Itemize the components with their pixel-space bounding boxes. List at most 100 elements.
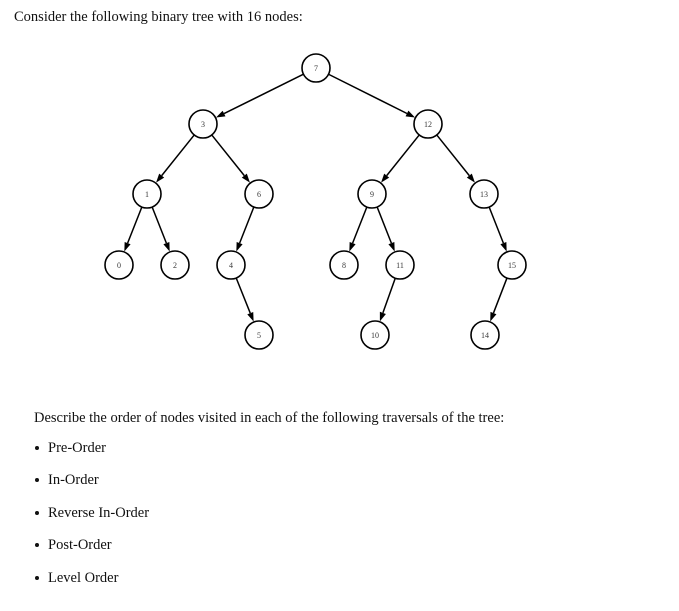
tree-node-7: 7 (301, 53, 331, 83)
prompt-paragraph: Describe the order of nodes visited in e… (34, 410, 505, 426)
tree-edge-9-to-8 (351, 206, 368, 244)
tree-node-11: 11 (385, 250, 415, 280)
node-label-14: 14 (481, 331, 489, 340)
node-label-5: 5 (257, 331, 261, 340)
node-label-7: 7 (314, 64, 318, 73)
node-label-10: 10 (371, 331, 379, 340)
node-circle-3 (188, 109, 218, 139)
list-item: In-Order (34, 472, 149, 504)
binary-tree-diagram: 7 3 12 1 6 9 13 0 2 4 8 11 15 5 10 14 (104, 53, 527, 350)
edge-arrowhead-14 (490, 311, 497, 322)
node-circle-1 (132, 179, 162, 209)
node-circle-6 (244, 179, 274, 209)
edge-arrowhead-2 (163, 241, 170, 252)
node-circle-11 (385, 250, 415, 280)
tree-node-14: 14 (470, 320, 500, 350)
tree-edge-9-to-11 (376, 206, 393, 244)
bullet-icon (35, 575, 39, 580)
node-circle-0 (104, 250, 134, 280)
tree-edge-1-to-0 (126, 206, 143, 244)
edge-arrowhead-6 (241, 173, 250, 183)
edge-arrowhead-13 (466, 173, 475, 183)
tree-node-10: 10 (360, 320, 390, 350)
node-label-13: 13 (480, 190, 488, 199)
node-label-6: 6 (257, 190, 261, 199)
tree-node-1: 1 (132, 179, 162, 209)
list-item: Reverse In-Order (34, 505, 149, 537)
edge-arrowhead-11 (388, 241, 395, 252)
list-item: Level Order (34, 570, 149, 602)
bullet-icon (35, 478, 39, 483)
node-label-12: 12 (424, 120, 432, 129)
node-circle-4 (216, 250, 246, 280)
tree-node-9: 9 (357, 179, 387, 209)
list-item: Pre-Order (34, 440, 149, 472)
node-circle-10 (360, 320, 390, 350)
list-item: Post-Order (34, 537, 149, 569)
tree-edge-7-to-3 (223, 73, 304, 115)
tree-edge-15-to-14 (492, 277, 508, 314)
node-label-4: 4 (229, 261, 233, 270)
node-circle-14 (470, 320, 500, 350)
edge-arrowhead-0 (124, 241, 131, 252)
bullet-icon (35, 510, 39, 515)
tree-edge-12-to-13 (436, 134, 470, 177)
tree-edge-12-to-9 (386, 134, 420, 177)
tree-node-4: 4 (216, 250, 246, 280)
edge-arrowhead-1 (156, 173, 165, 183)
node-circle-13 (469, 179, 499, 209)
node-label-1: 1 (145, 190, 149, 199)
tree-node-12: 12 (413, 109, 443, 139)
bullet-icon (35, 446, 39, 450)
traversal-label: Level Order (48, 569, 119, 586)
tree-nodes-group: 7 3 12 1 6 9 13 0 2 4 8 11 15 5 10 14 (104, 53, 527, 350)
bullet-icon (35, 543, 39, 548)
edge-arrowhead-9 (381, 173, 390, 183)
tree-edge-3-to-6 (211, 134, 245, 177)
tree-node-13: 13 (469, 179, 499, 209)
traversal-label: Reverse In-Order (48, 504, 150, 521)
edge-arrowhead-10 (379, 311, 386, 322)
node-circle-12 (413, 109, 443, 139)
node-circle-2 (160, 250, 190, 280)
traversal-label: In-Order (48, 472, 99, 489)
node-circle-9 (357, 179, 387, 209)
binary-tree-figure: 7 3 12 1 6 9 13 0 2 4 8 11 15 5 10 14 (0, 38, 679, 368)
node-circle-8 (329, 250, 359, 280)
traversal-label: Post-Order (48, 537, 112, 554)
tree-node-6: 6 (244, 179, 274, 209)
node-circle-5 (244, 320, 274, 350)
node-label-0: 0 (117, 261, 121, 270)
node-label-9: 9 (370, 190, 374, 199)
tree-node-2: 2 (160, 250, 190, 280)
node-circle-15 (497, 250, 527, 280)
tree-node-8: 8 (329, 250, 359, 280)
edge-arrowhead-8 (349, 241, 356, 252)
node-label-3: 3 (201, 120, 205, 129)
tree-edges-group (124, 73, 508, 322)
tree-edge-6-to-4 (238, 206, 255, 244)
tree-edge-7-to-12 (328, 73, 408, 115)
tree-node-5: 5 (244, 320, 274, 350)
tree-edge-13-to-15 (488, 206, 505, 244)
node-label-11: 11 (396, 261, 404, 270)
tree-node-15: 15 (497, 250, 527, 280)
edge-arrowhead-15 (500, 241, 507, 252)
tree-node-0: 0 (104, 250, 134, 280)
tree-edge-3-to-1 (161, 134, 195, 177)
node-label-2: 2 (173, 261, 177, 270)
node-label-8: 8 (342, 261, 346, 270)
intro-paragraph: Consider the following binary tree with … (14, 9, 303, 25)
edge-arrowhead-3 (215, 110, 226, 118)
edge-arrowhead-4 (236, 241, 243, 252)
node-label-15: 15 (508, 261, 516, 270)
tree-edge-4-to-5 (235, 277, 251, 314)
edge-arrowhead-5 (247, 311, 254, 322)
traversal-label: Pre-Order (48, 440, 106, 456)
tree-edge-1-to-2 (151, 206, 168, 244)
tree-node-3: 3 (188, 109, 218, 139)
node-circle-7 (301, 53, 331, 83)
tree-edge-11-to-10 (382, 277, 396, 314)
edge-arrowhead-12 (405, 110, 416, 118)
